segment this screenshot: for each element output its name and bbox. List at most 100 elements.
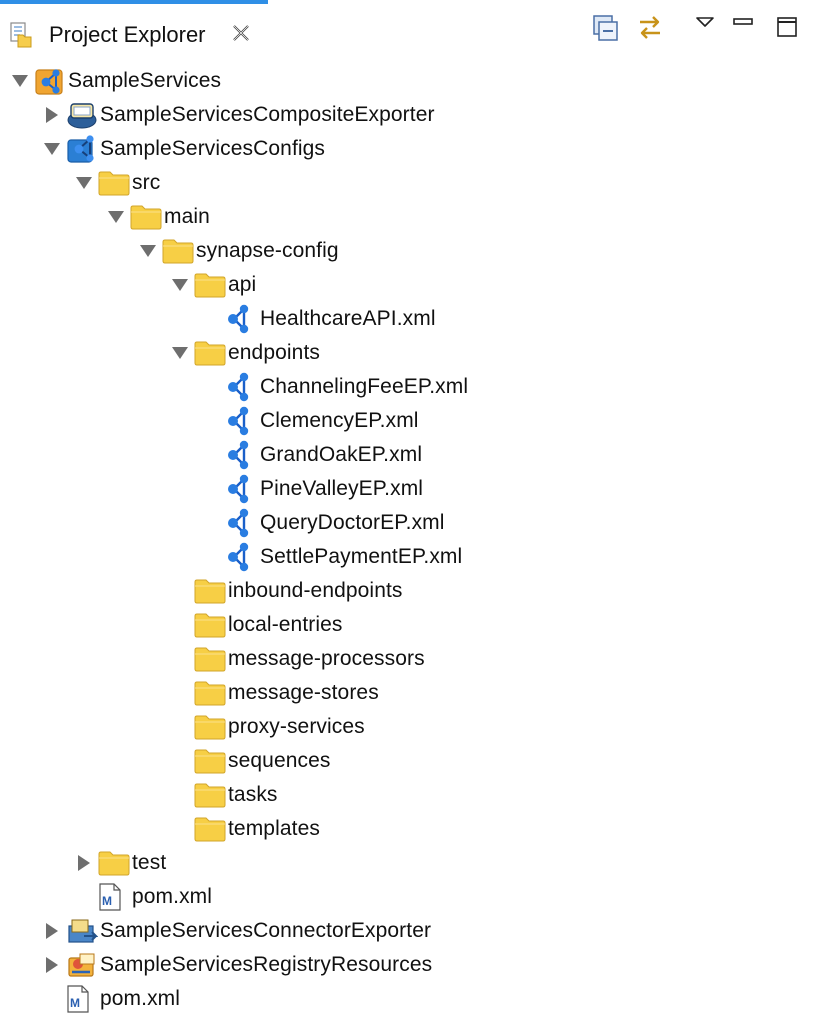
tree-item[interactable]: local-entries xyxy=(166,608,343,642)
expand-toggle-expanded-icon[interactable] xyxy=(166,336,194,370)
expand-toggle-expanded-icon[interactable] xyxy=(70,166,98,200)
tree-item[interactable]: src xyxy=(70,166,160,200)
tree-item-label: SampleServicesConnectorExporter xyxy=(100,919,432,942)
tree-item-label: src xyxy=(132,171,161,194)
tree-item[interactable]: sequences xyxy=(166,744,330,778)
maven-pom-icon: M xyxy=(98,880,130,914)
view-title: Project Explorer xyxy=(49,22,206,47)
tree-item[interactable]: SettlePaymentEP.xml xyxy=(198,540,462,574)
tree-item-label: local-entries xyxy=(228,613,343,636)
synapse-artifact-icon xyxy=(226,370,258,404)
folder-icon xyxy=(130,200,162,234)
tree-item[interactable]: message-processors xyxy=(166,642,425,676)
tree-item[interactable]: main xyxy=(102,200,210,234)
folder-icon xyxy=(194,744,226,778)
tree-item[interactable]: api xyxy=(166,268,256,302)
tree-item-label: SampleServices xyxy=(68,69,222,92)
tree-item[interactable]: endpoints xyxy=(166,336,320,370)
tree-item[interactable]: GrandOakEP.xml xyxy=(198,438,422,472)
expand-toggle-expanded-icon[interactable] xyxy=(134,234,162,268)
tree-indent-spacer xyxy=(166,710,194,744)
tree-item-label: main xyxy=(164,205,210,228)
tree-item-label: HealthcareAPI.xml xyxy=(260,307,436,330)
tree-item[interactable]: test xyxy=(70,846,166,880)
active-tab-indicator xyxy=(0,0,268,4)
integration-project-icon xyxy=(34,64,66,98)
minimize-icon[interactable] xyxy=(732,14,754,30)
link-with-editor-icon[interactable] xyxy=(634,12,666,44)
tree-item[interactable]: message-stores xyxy=(166,676,379,710)
maximize-icon[interactable] xyxy=(776,16,798,38)
tree-indent-spacer xyxy=(166,778,194,812)
folder-icon xyxy=(194,778,226,812)
esb-config-project-icon xyxy=(66,132,98,166)
tree-item-label: tasks xyxy=(228,783,278,806)
synapse-artifact-icon xyxy=(226,404,258,438)
tree-item-label: sequences xyxy=(228,749,331,772)
synapse-artifact-icon xyxy=(226,438,258,472)
tree-item-label: api xyxy=(228,273,257,296)
registry-resources-icon xyxy=(66,948,98,982)
tree-item-label: GrandOakEP.xml xyxy=(260,443,423,466)
expand-toggle-expanded-icon[interactable] xyxy=(102,200,130,234)
tree-item-label: ChannelingFeeEP.xml xyxy=(260,375,469,398)
tree-item-label: proxy-services xyxy=(228,715,365,738)
folder-icon xyxy=(194,608,226,642)
tree-item[interactable]: HealthcareAPI.xml xyxy=(198,302,436,336)
tree-item[interactable]: ClemencyEP.xml xyxy=(198,404,419,438)
synapse-artifact-icon xyxy=(226,302,258,336)
maven-pom-icon: M xyxy=(66,982,98,1016)
tree-item-label: SampleServicesConfigs xyxy=(100,137,326,160)
folder-icon xyxy=(194,574,226,608)
tree-item-label: endpoints xyxy=(228,341,320,364)
tree-indent-spacer xyxy=(198,506,226,540)
tree-item-label: pom.xml xyxy=(132,885,213,908)
tree-item-label: test xyxy=(132,851,167,874)
synapse-artifact-icon xyxy=(226,540,258,574)
tree-indent-spacer xyxy=(198,404,226,438)
tree-item[interactable]: ChannelingFeeEP.xml xyxy=(198,370,468,404)
expand-toggle-collapsed-icon[interactable] xyxy=(38,914,66,948)
synapse-artifact-icon xyxy=(226,506,258,540)
expand-toggle-collapsed-icon[interactable] xyxy=(70,846,98,880)
tree-item-label: pom.xml xyxy=(100,987,181,1010)
expand-toggle-expanded-icon[interactable] xyxy=(38,132,66,166)
tree-indent-spacer xyxy=(166,642,194,676)
tree-indent-spacer xyxy=(38,982,66,1016)
expand-toggle-collapsed-icon[interactable] xyxy=(38,948,66,982)
tree-item[interactable]: templates xyxy=(166,812,320,846)
tree-item[interactable]: SampleServicesConfigs xyxy=(38,132,325,166)
collapse-all-icon[interactable] xyxy=(592,14,620,44)
svg-text:M: M xyxy=(70,996,80,1010)
tree-item-label: inbound-endpoints xyxy=(228,579,403,602)
tree-item[interactable]: PineValleyEP.xml xyxy=(198,472,423,506)
tree-item[interactable]: SampleServices xyxy=(6,64,221,98)
expand-toggle-expanded-icon[interactable] xyxy=(6,64,34,98)
folder-icon xyxy=(194,642,226,676)
tree-item[interactable]: inbound-endpoints xyxy=(166,574,403,608)
tree-item[interactable]: SampleServicesCompositeExporter xyxy=(38,98,435,132)
close-icon[interactable] xyxy=(230,22,252,44)
tree-item-label: message-processors xyxy=(228,647,425,670)
tree-item[interactable]: proxy-services xyxy=(166,710,365,744)
tree-item[interactable]: tasks xyxy=(166,778,278,812)
expand-toggle-collapsed-icon[interactable] xyxy=(38,98,66,132)
tree-indent-spacer xyxy=(198,540,226,574)
tree-item[interactable]: QueryDoctorEP.xml xyxy=(198,506,445,540)
tree-item-label: synapse-config xyxy=(196,239,339,262)
tree-item-label: PineValleyEP.xml xyxy=(260,477,424,500)
folder-icon xyxy=(194,676,226,710)
tree-item[interactable]: SampleServicesConnectorExporter xyxy=(38,914,431,948)
folder-icon xyxy=(194,812,226,846)
tree-indent-spacer xyxy=(166,608,194,642)
svg-text:M: M xyxy=(102,894,112,908)
expand-toggle-expanded-icon[interactable] xyxy=(166,268,194,302)
tree-indent-spacer xyxy=(198,370,226,404)
tree-item[interactable]: synapse-config xyxy=(134,234,339,268)
view-header: Project Explorer xyxy=(0,4,833,56)
view-menu-icon[interactable] xyxy=(694,14,716,30)
tree-item[interactable]: SampleServicesRegistryResources xyxy=(38,948,432,982)
tree-item-label: message-stores xyxy=(228,681,379,704)
